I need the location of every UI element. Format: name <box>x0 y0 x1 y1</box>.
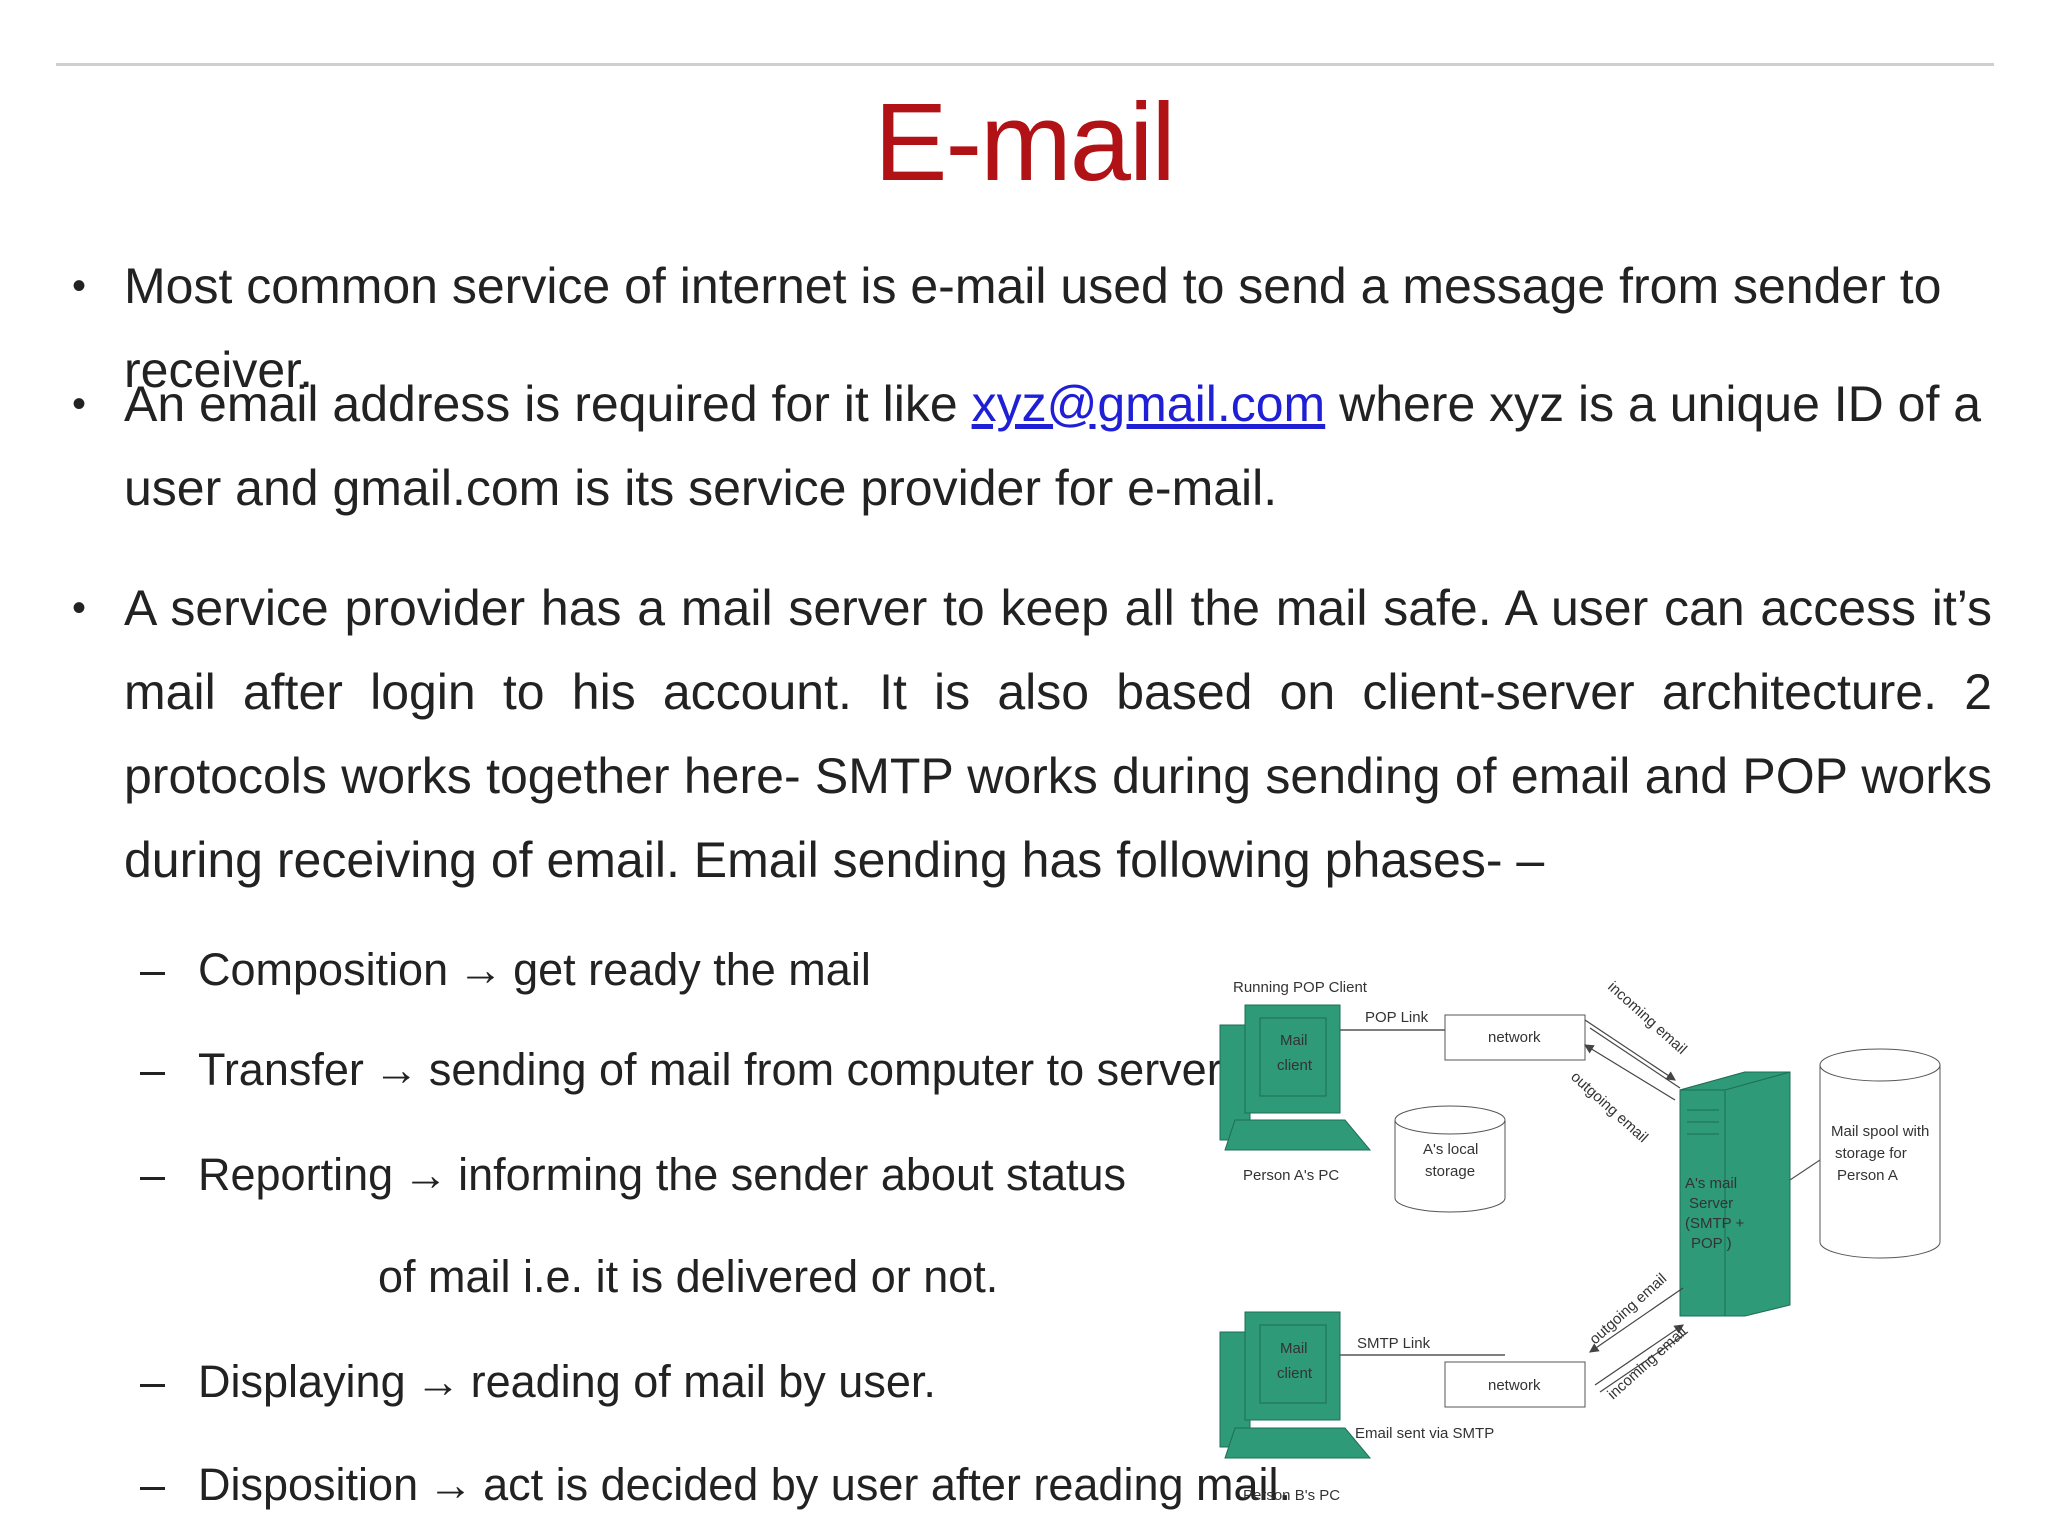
mail-spool-label: storage for <box>1835 1145 1907 1162</box>
bullet-dot: • <box>72 382 87 426</box>
local-storage-label: A's local <box>1423 1141 1478 1158</box>
pc-screen <box>1259 1017 1327 1097</box>
arrow-right-icon: → <box>373 1044 419 1095</box>
arrow-right-icon: → <box>403 1149 449 1200</box>
bullet-dot: • <box>72 264 87 308</box>
network-box-bottom <box>1444 1361 1586 1408</box>
phase-desc: sending of mail from computer to server. <box>428 1044 1232 1095</box>
server-spool-line <box>1789 1159 1821 1181</box>
phase-term: Displaying <box>198 1356 406 1407</box>
dash: – <box>140 1149 166 1200</box>
email-example-link[interactable]: xyz@gmail.com <box>971 376 1326 432</box>
bullet-2-text-after: where xyz is a unique ID of a user and g… <box>124 376 1982 516</box>
phase-reporting-continuation: of mail i.e. it is delivered or not. <box>378 1251 999 1302</box>
mail-client-label: Mail <box>1280 1032 1308 1049</box>
network-box-top <box>1444 1014 1586 1061</box>
bullet-1: • Most common service of internet is e-m… <box>72 244 1992 412</box>
phase-desc: get ready the mail <box>513 944 871 995</box>
running-pop-client-label: Running POP Client <box>1233 979 1368 996</box>
server-label: A's mail <box>1685 1175 1737 1192</box>
outgoing-arrow-bottom <box>1589 1287 1684 1353</box>
mail-server: A's mail Server (SMTP + POP ) <box>1679 1071 1791 1317</box>
smtp-link-label: SMTP Link <box>1357 1335 1431 1352</box>
mail-client-label: Mail <box>1280 1340 1308 1357</box>
mail-spool-cylinder: Mail spool with storage for Person A <box>1819 1048 1941 1259</box>
server-label: Server <box>1689 1195 1733 1212</box>
bullet-1-text: Most common service of internet is e-mai… <box>124 258 1942 398</box>
person-a-pc-label: Person A's PC <box>1243 1167 1339 1184</box>
top-divider <box>56 63 1994 66</box>
dash: – <box>140 1044 166 1095</box>
bullet-dot: • <box>72 586 87 630</box>
bullet-3-text: A service provider has a mail server to … <box>124 580 1992 888</box>
phase-item-displaying: –Displaying→reading of mail by user. <box>140 1352 936 1412</box>
dash: – <box>140 1459 166 1510</box>
network-label-top: network <box>1488 1029 1541 1046</box>
person-a-computer: Running POP Client Mail client Person A'… <box>1219 979 1372 1184</box>
phase-item-composition: –Composition→get ready the mail <box>140 940 871 1000</box>
email-architecture-diagram: Running POP Client Mail client Person A'… <box>1219 978 1941 1504</box>
dash: – <box>140 1356 166 1407</box>
server-label: POP ) <box>1691 1235 1732 1252</box>
outgoing-arrow-top <box>1583 1044 1676 1101</box>
phase-desc: act is decided by user after reading mai… <box>483 1459 1292 1510</box>
phase-term: Composition <box>198 944 449 995</box>
phase-term: Disposition <box>198 1459 419 1510</box>
mail-spool-label: Person A <box>1837 1167 1898 1184</box>
phase-desc: reading of mail by user. <box>470 1356 936 1407</box>
mail-client-label: client <box>1277 1057 1313 1074</box>
arrow-right-icon: → <box>428 1459 474 1510</box>
arrow-right-icon: → <box>458 944 504 995</box>
phase-item-reporting: –Reporting→informing the sender about st… <box>140 1145 1126 1205</box>
mail-spool-label: Mail spool with <box>1831 1123 1929 1140</box>
person-b-pc-label: Person B's PC <box>1243 1487 1340 1504</box>
bullet-2-text-before: An email address is required for it like <box>124 376 972 432</box>
pop-link-label: POP Link <box>1365 1009 1429 1026</box>
phase-term: Transfer <box>198 1044 364 1095</box>
incoming-arrow-bottom <box>1594 1324 1684 1386</box>
person-b-computer: Mail client Email sent via SMTP Person B… <box>1219 1311 1494 1504</box>
pc-screen <box>1259 1324 1327 1404</box>
network-label-bottom: network <box>1488 1377 1541 1394</box>
phase-item-disposition: –Disposition→act is decided by user afte… <box>140 1455 1291 1515</box>
arrow-right-icon: → <box>415 1356 461 1407</box>
phase-item-transfer: –Transfer→sending of mail from computer … <box>140 1040 1232 1100</box>
local-storage-cylinder: A's local storage <box>1394 1105 1506 1213</box>
incoming-arrow-bottom-2 <box>1599 1331 1689 1393</box>
bullet-2: • An email address is required for it li… <box>72 362 1992 530</box>
incoming-email-label-bottom: incoming email <box>1604 1323 1690 1403</box>
bullet-3: • A service provider has a mail server t… <box>72 566 1992 902</box>
email-sent-via-smtp-label: Email sent via SMTP <box>1355 1425 1494 1442</box>
pc-keyboard <box>1224 1427 1372 1459</box>
incoming-arrow-top <box>1584 1019 1676 1081</box>
outgoing-email-label-top: outgoing email <box>1567 1068 1651 1146</box>
pc-keyboard <box>1224 1119 1372 1151</box>
outgoing-email-label-bottom: outgoing email <box>1586 1270 1670 1348</box>
slide-title: E-mail <box>874 81 1176 204</box>
incoming-arrow-top-2 <box>1589 1027 1681 1089</box>
bullet-2-text: An email address is required for it like… <box>124 362 1992 530</box>
phase-term: Reporting <box>198 1149 394 1200</box>
phase-desc: informing the sender about status <box>458 1149 1127 1200</box>
mail-client-label: client <box>1277 1365 1313 1382</box>
server-label: (SMTP + <box>1685 1215 1745 1232</box>
dash: – <box>140 944 166 995</box>
local-storage-label: storage <box>1425 1163 1475 1180</box>
